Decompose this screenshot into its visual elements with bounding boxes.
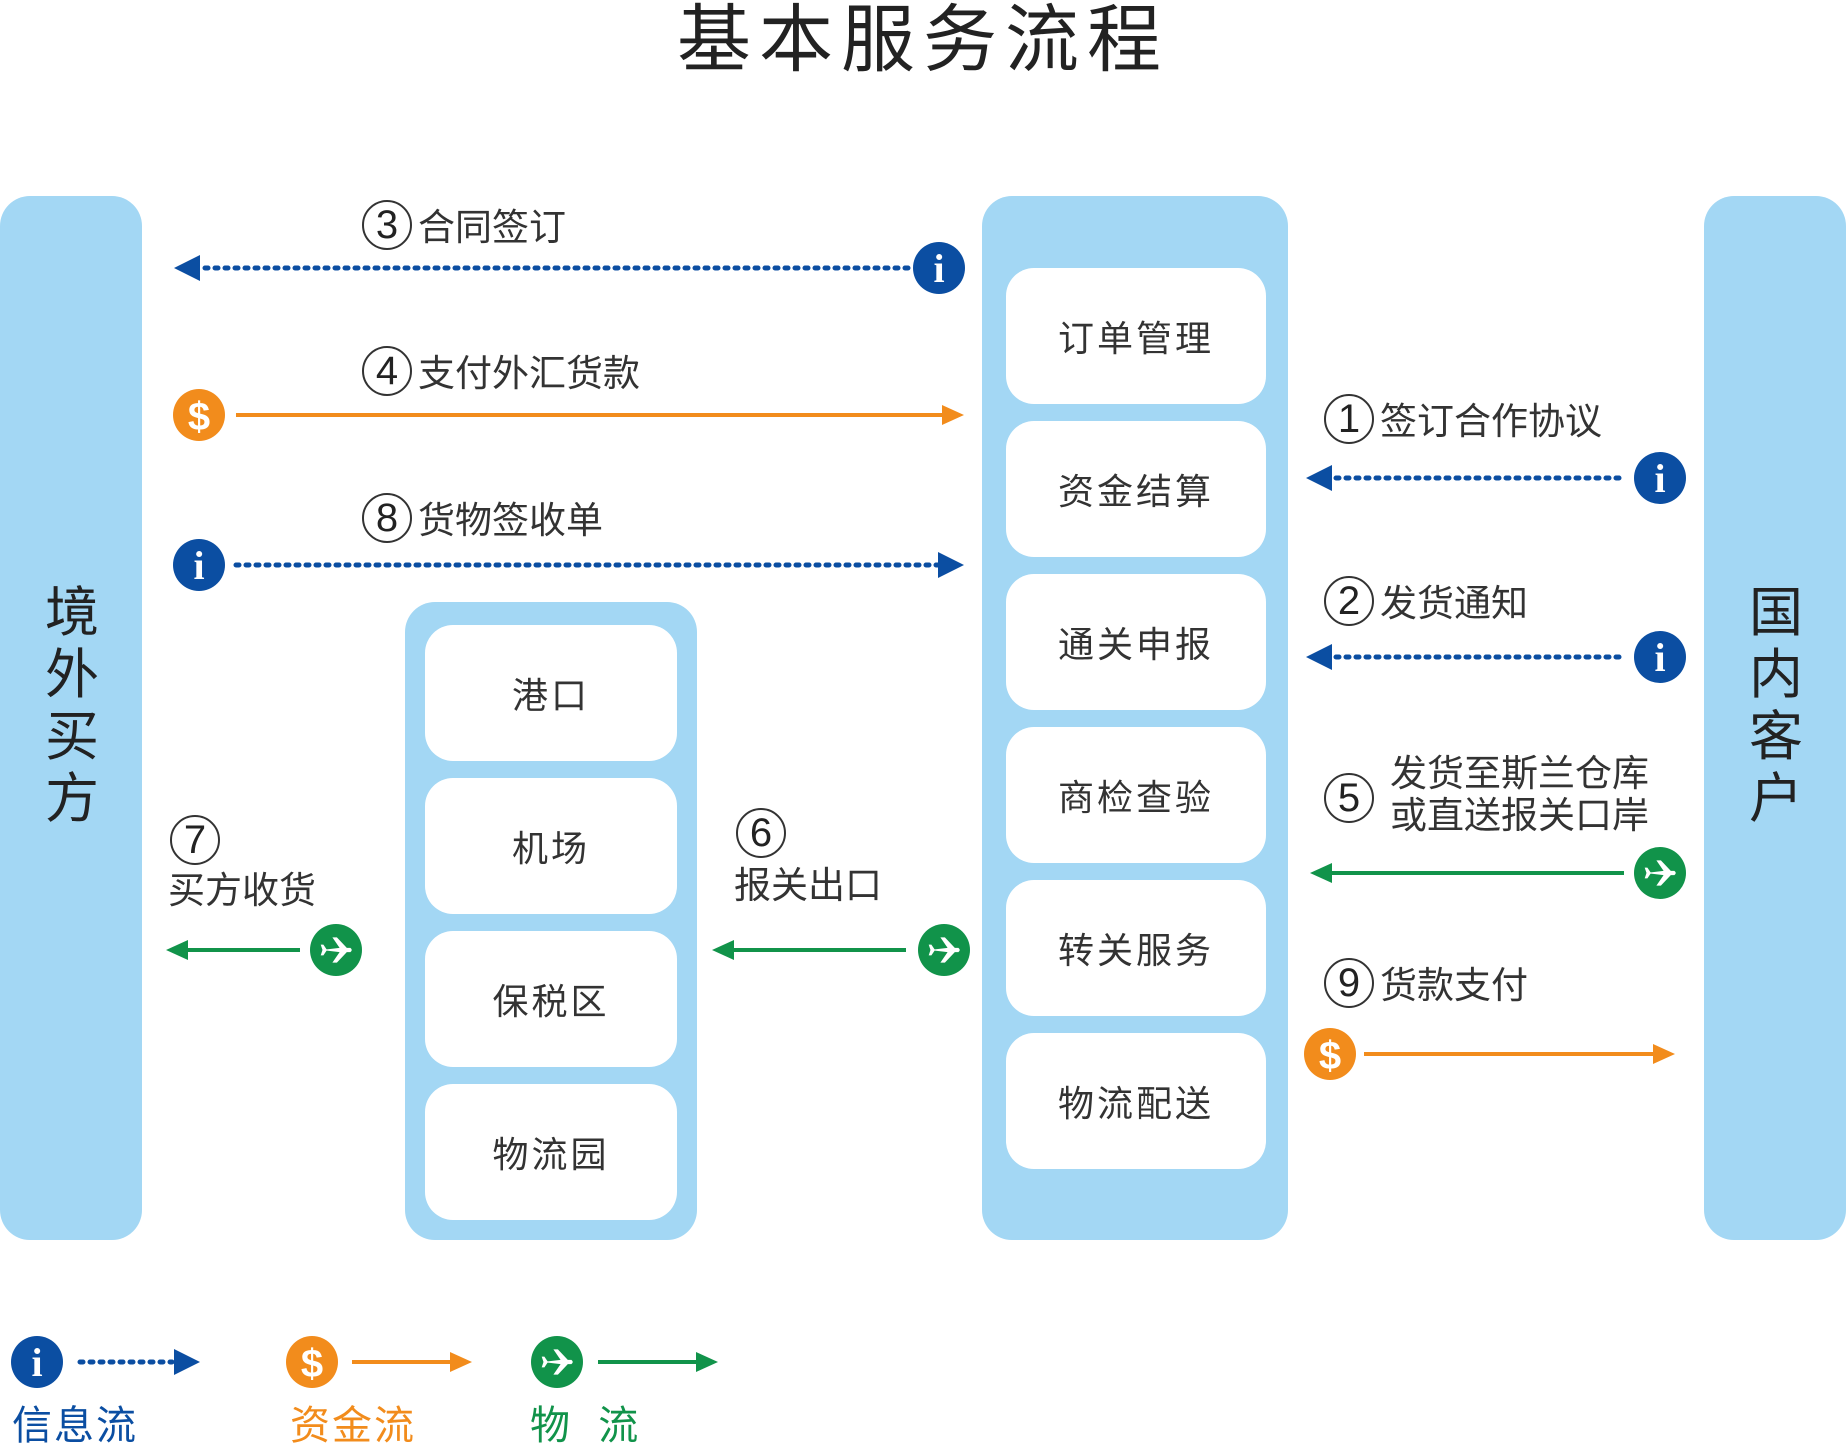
port-box-airport: 机场 <box>425 778 677 914</box>
info-icon: i <box>1634 631 1686 683</box>
overseas-buyer-column: 境外买方 <box>0 196 142 1240</box>
domestic-client-label: 国内客户 <box>1749 583 1803 829</box>
info-icon: i <box>173 539 225 591</box>
step-number: 7 <box>170 815 220 865</box>
step-number: 4 <box>362 346 412 396</box>
svg-text:$: $ <box>1319 1034 1341 1078</box>
step-text: 发货通知 <box>1380 583 1528 625</box>
step5-arrow <box>1310 863 1624 883</box>
step-number: 5 <box>1324 773 1374 823</box>
legend-money-label: 资金流 <box>290 1404 416 1448</box>
dollar-icon: $ <box>173 389 225 441</box>
airplane-icon <box>918 924 970 976</box>
service-box-order: 订单管理 <box>1006 268 1266 404</box>
step4-arrow <box>236 405 964 425</box>
info-icon: i <box>1634 452 1686 504</box>
step-text: 货款支付 <box>1380 965 1528 1007</box>
step-number: 3 <box>362 200 412 250</box>
legend-logistics-symbol <box>531 1336 718 1388</box>
service-box-customs: 通关申报 <box>1006 574 1266 710</box>
legend-logistics-label: 物 流 <box>530 1404 641 1448</box>
service-box-transit: 转关服务 <box>1006 880 1266 1016</box>
step-text-line2: 或直送报关口岸 <box>1390 795 1649 836</box>
step-number: 9 <box>1324 958 1374 1008</box>
page-title: 基本服务流程 <box>677 0 1169 81</box>
svg-text:$: $ <box>301 1342 323 1386</box>
step6-arrow <box>712 940 906 960</box>
port-box-harbor: 港口 <box>425 625 677 761</box>
step-text: 合同签订 <box>418 207 566 249</box>
step-text: 货物签收单 <box>418 500 603 542</box>
step-number: 6 <box>736 808 786 858</box>
step9-arrow <box>1364 1044 1675 1064</box>
step1-arrow <box>1306 465 1628 491</box>
step-text-line1: 发货至斯兰仓库 <box>1390 753 1649 794</box>
svg-text:i: i <box>933 246 944 291</box>
step7-arrow <box>166 940 300 960</box>
svg-text:$: $ <box>188 395 210 439</box>
airplane-icon <box>1634 847 1686 899</box>
svg-text:i: i <box>193 543 204 588</box>
dollar-icon: $ <box>1304 1028 1356 1080</box>
step2-arrow <box>1306 644 1628 670</box>
step-number: 8 <box>362 493 412 543</box>
port-box-bonded: 保税区 <box>425 931 677 1067</box>
step8-arrow <box>233 552 964 578</box>
svg-text:i: i <box>1654 456 1665 501</box>
step-number: 1 <box>1324 394 1374 444</box>
step-text: 买方收货 <box>168 870 316 911</box>
service-box-delivery: 物流配送 <box>1006 1033 1266 1169</box>
step-text: 报关出口 <box>734 865 882 906</box>
domestic-client-column: 国内客户 <box>1704 196 1846 1240</box>
svg-text:i: i <box>1654 635 1665 680</box>
airplane-icon <box>310 924 362 976</box>
svg-text:i: i <box>31 1340 42 1385</box>
step3-arrow <box>174 255 911 281</box>
port-box-logistics-park: 物流园 <box>425 1084 677 1220</box>
step-number: 2 <box>1324 576 1374 626</box>
service-box-settlement: 资金结算 <box>1006 421 1266 557</box>
step-text: 支付外汇货款 <box>418 353 640 395</box>
legend-info-symbol: i <box>11 1336 200 1388</box>
step-text: 签订合作协议 <box>1380 401 1602 443</box>
legend-money-symbol: $ <box>286 1336 472 1388</box>
legend-info-label: 信息流 <box>12 1404 138 1448</box>
info-icon: i <box>913 242 965 294</box>
overseas-buyer-label: 境外买方 <box>45 583 99 829</box>
service-box-inspection: 商检查验 <box>1006 727 1266 863</box>
